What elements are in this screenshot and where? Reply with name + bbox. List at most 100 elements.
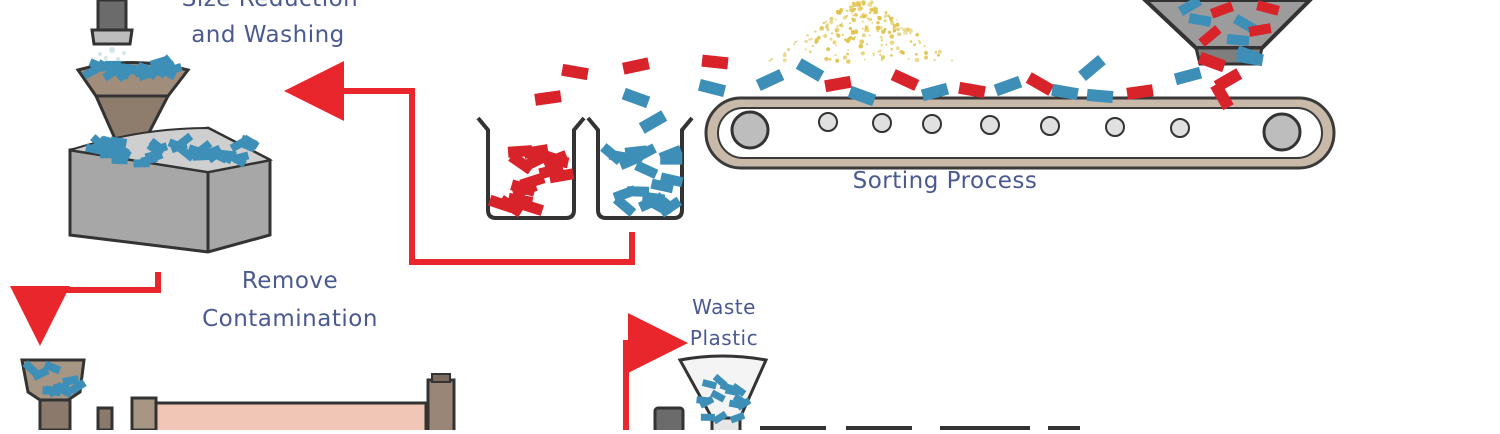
spray-droplet [886, 14, 890, 17]
spray-droplet [784, 52, 786, 54]
blue-flake [710, 389, 726, 403]
spray-droplet [808, 38, 812, 41]
spray-droplet [768, 59, 771, 62]
spray-droplet [782, 53, 787, 58]
blue-flake [993, 75, 1023, 97]
spray-droplet [871, 21, 874, 24]
blue-flake [658, 145, 683, 163]
blue-flake [1086, 88, 1114, 104]
spray-droplet [873, 10, 878, 15]
spray-droplet [892, 23, 897, 28]
blue-flake [1078, 55, 1106, 81]
label-waste: Waste [692, 295, 756, 319]
blue-flake [44, 385, 62, 397]
spray-droplet [861, 33, 866, 38]
blue-flake [148, 137, 167, 155]
spray-droplet [842, 55, 848, 60]
spray-droplet [918, 41, 922, 44]
spray-droplet [829, 37, 833, 41]
spray-droplet [924, 55, 928, 60]
spray-droplet [895, 46, 900, 51]
spray-droplet [872, 54, 875, 57]
red-flake [507, 145, 533, 158]
blue-flake [238, 138, 257, 153]
blue-flake [215, 149, 234, 165]
washer-blue-flakes [82, 54, 260, 168]
spray-droplet [861, 0, 866, 5]
label-size-reduction-line2: and Washing [191, 22, 345, 48]
red-flake [534, 90, 562, 106]
spray-droplet [876, 21, 880, 25]
red-flake [1198, 25, 1222, 47]
blue-flake [68, 379, 87, 395]
spray-droplet [890, 48, 893, 51]
blue-flake [755, 69, 785, 91]
blue-flake [638, 110, 668, 134]
spray-droplet [923, 45, 926, 47]
spray-droplet [852, 14, 855, 17]
spray-droplet [846, 52, 849, 56]
spray-droplet [890, 54, 893, 57]
spray-droplet [844, 38, 847, 42]
spray-droplet [854, 28, 858, 32]
spray-droplet [879, 35, 883, 39]
spray-droplet [847, 49, 850, 52]
blue-flake [696, 396, 711, 405]
spray-droplet [915, 32, 919, 37]
spray-droplet [903, 30, 908, 36]
spray-droplet [835, 44, 837, 47]
spray-droplet [834, 18, 837, 21]
spray-droplet [915, 52, 918, 56]
label-plastic: Plastic [689, 326, 759, 350]
blue-flake [1236, 49, 1264, 67]
spray-droplet [883, 29, 886, 32]
blue-flake [112, 65, 131, 80]
spray-droplet [820, 26, 823, 29]
spray-droplet [858, 43, 864, 49]
spray-droplet [883, 19, 887, 23]
spray-droplet [808, 50, 812, 54]
red-flake [1025, 72, 1055, 96]
spray-droplet [846, 59, 851, 64]
spray-droplet [892, 29, 897, 33]
spray-droplet [804, 48, 808, 51]
spray-droplet [816, 38, 818, 40]
blue-flake [618, 152, 643, 170]
spray-droplet [793, 43, 796, 46]
extruder-machine-icon [20, 358, 456, 434]
arrow-to-waste-hopper [623, 313, 688, 430]
spray-droplet [880, 43, 883, 47]
spray-droplet [849, 8, 854, 13]
spray-droplet [840, 24, 844, 28]
spray-droplet [868, 34, 871, 37]
spray-droplet [891, 16, 894, 20]
spray-droplet [873, 7, 879, 12]
blue-flake [1226, 34, 1250, 46]
spray-droplet [889, 40, 895, 46]
blue-flake [795, 58, 825, 82]
spray-droplet [852, 5, 855, 8]
spray-droplet [910, 40, 913, 43]
spray-droplet [880, 55, 886, 60]
spray-droplet [950, 59, 954, 62]
red-flake [622, 57, 650, 75]
arrow-to-extruder [10, 272, 161, 346]
blue-flake [1177, 0, 1203, 16]
spray-droplet [876, 15, 879, 18]
red-flake [1197, 51, 1227, 73]
arrow-to-washer [284, 61, 635, 265]
spray-droplet [825, 20, 827, 23]
red-flake [561, 63, 589, 81]
spray-droplet [887, 30, 892, 34]
spray-droplet [879, 53, 882, 56]
blue-flake [634, 160, 659, 179]
blue-flake [99, 63, 116, 72]
spray-droplet [890, 21, 895, 25]
spray-droplet [934, 51, 938, 54]
spray-droplet [829, 16, 834, 21]
spray-droplet [900, 50, 904, 54]
blue-flake [1173, 66, 1203, 86]
spray-droplet [806, 34, 809, 37]
spray-droplet [895, 27, 899, 31]
